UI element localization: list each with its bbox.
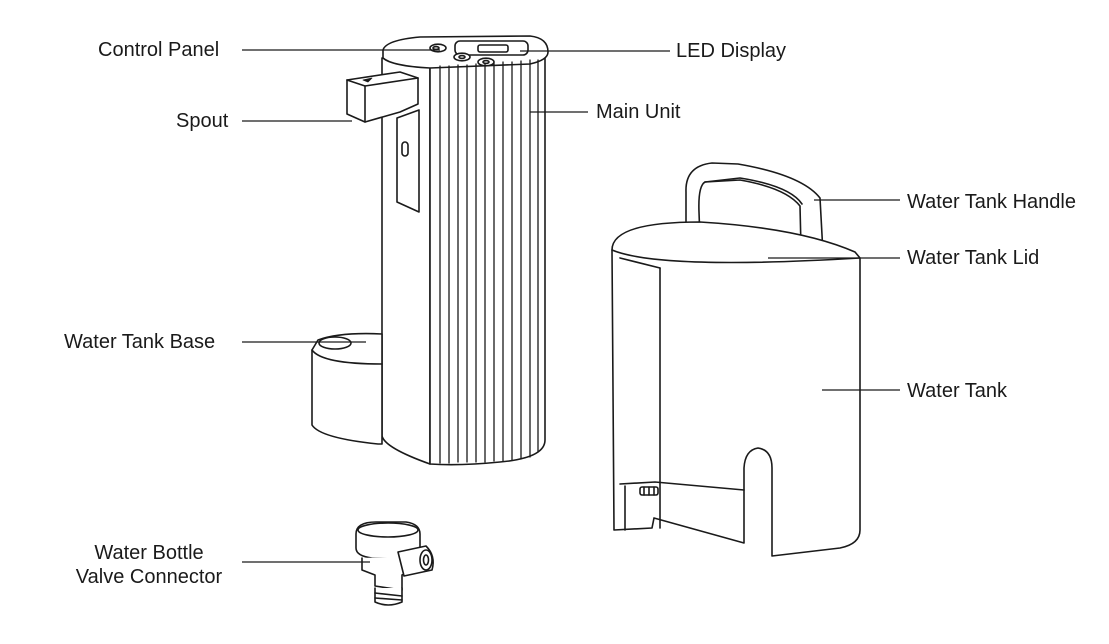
label-spout: Spout xyxy=(176,110,229,132)
label-water-tank-base: Water Tank Base xyxy=(64,331,216,353)
label-main-unit: Main Unit xyxy=(596,101,681,123)
label-valve-connector-line1: Water Bottle xyxy=(94,542,204,564)
label-valve-connector: Water Bottle Valve Connector xyxy=(62,541,236,589)
spout-drawing xyxy=(346,71,419,123)
label-valve-connector-line2: Valve Connector xyxy=(75,566,223,588)
valve-connector-drawing xyxy=(355,521,434,606)
main-unit-drawing xyxy=(381,35,549,466)
label-water-tank-handle: Water Tank Handle xyxy=(907,191,1076,213)
water-tank-base-drawing xyxy=(311,332,383,445)
leader-lines xyxy=(242,49,900,563)
water-tank-drawing xyxy=(611,162,861,557)
label-control-panel: Control Panel xyxy=(98,39,220,61)
label-water-tank-lid: Water Tank Lid xyxy=(907,247,1040,269)
label-led-display: LED Display xyxy=(676,40,787,62)
label-water-tank: Water Tank xyxy=(907,380,1008,402)
